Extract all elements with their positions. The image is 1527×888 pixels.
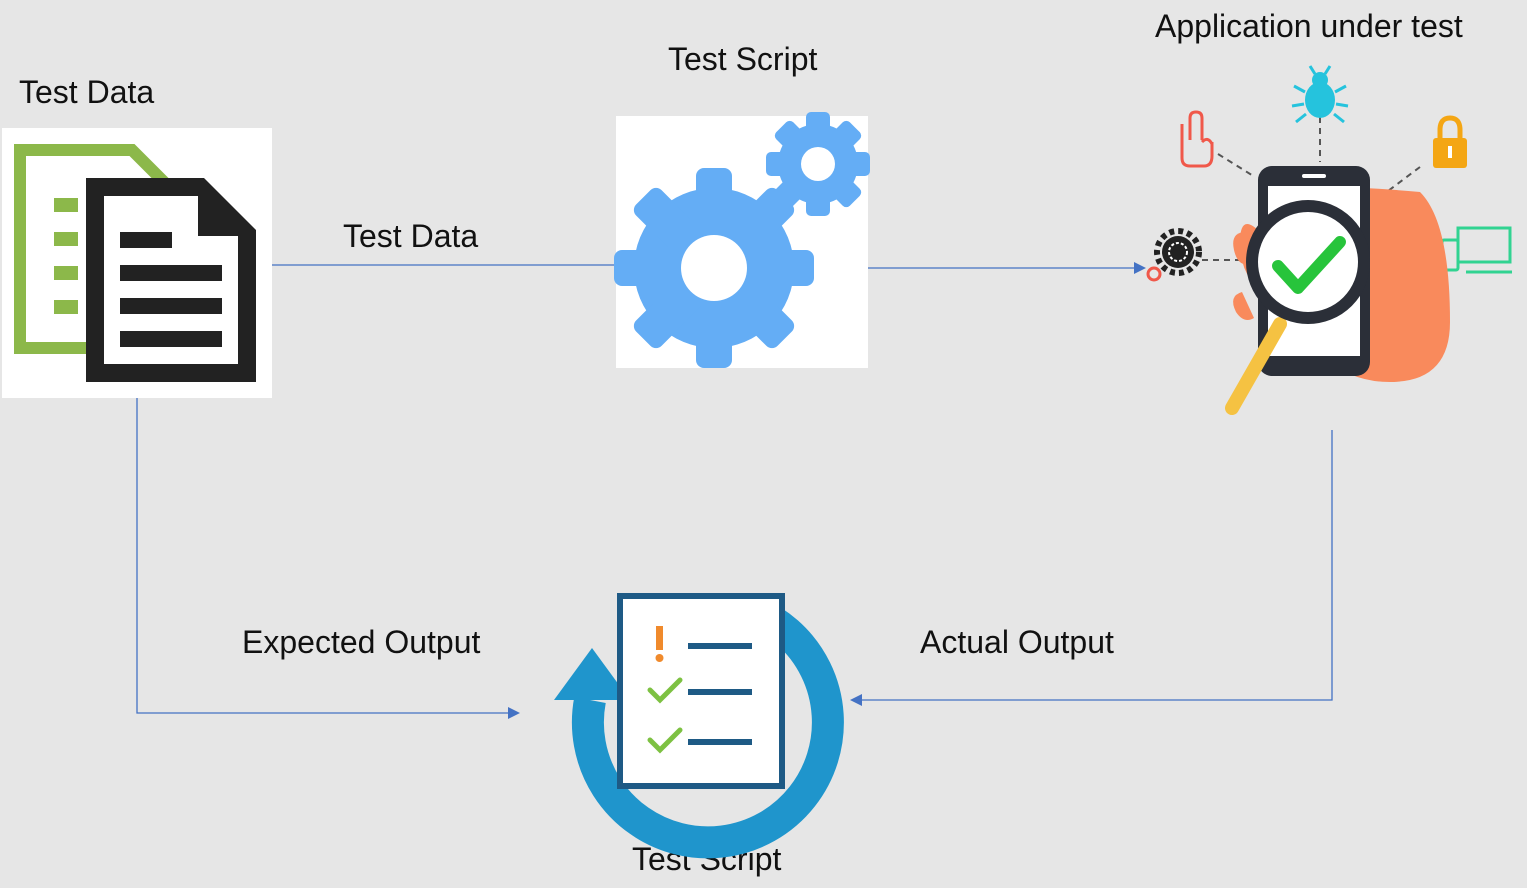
settings-gear-icon <box>1146 228 1202 282</box>
devices-icon <box>1440 226 1512 274</box>
documents-icon <box>14 144 256 382</box>
app-under-test-title: Application under test <box>1155 8 1463 44</box>
test-data-arrow-label: Test Data <box>343 218 479 254</box>
arrow-actual-output <box>858 430 1333 701</box>
lock-icon <box>1433 115 1467 168</box>
test-script-title: Test Script <box>668 41 818 77</box>
test-data-title: Test Data <box>19 74 155 110</box>
actual-output-label: Actual Output <box>920 624 1114 660</box>
expected-output-label: Expected Output <box>242 624 481 660</box>
arrow-expected-output <box>136 398 512 714</box>
documents-panel <box>2 128 272 398</box>
touch-icon <box>1180 110 1214 168</box>
gears-panel <box>614 112 870 368</box>
test-cycle-checklist-icon <box>554 593 844 859</box>
check-mark <box>1272 236 1346 294</box>
gears-icon <box>614 112 870 368</box>
mobile-testing-icon <box>1146 65 1512 415</box>
bug-icon <box>1291 65 1349 124</box>
